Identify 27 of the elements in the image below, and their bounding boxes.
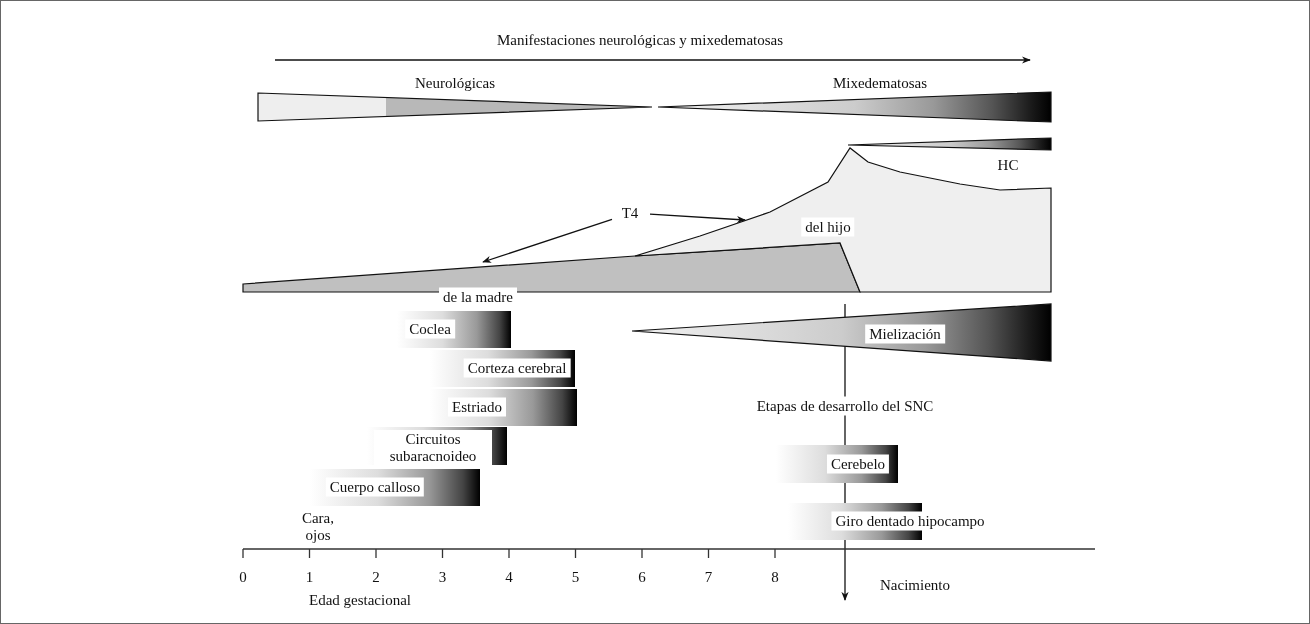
axis-title: Edad gestacional [309,591,411,609]
callout-text: T4 [621,204,639,222]
axis-tick-label: 5 [571,568,580,586]
bar-label: Coclea [405,319,455,339]
region-label: Mielización [865,324,945,344]
arrow [649,213,746,224]
region-label: Mixedematosas [832,74,928,92]
axis-tick-label: 8 [771,568,779,586]
bar-label: Corteza cerebral [463,358,571,378]
bar-label: Cerebelo [826,454,890,474]
axis-tick-label: 1 [305,568,314,586]
axis-tick-label: 0 [239,568,247,586]
bar-label: Circuitos subaracnoideo [374,430,492,466]
arrow [482,218,613,263]
region-label: HC [997,156,1019,174]
annotation-text: Cara, ojos [300,510,336,544]
region-label: del hijo [801,217,855,237]
bar-label: Estriado [448,397,506,417]
axis-tick-label: 7 [704,568,713,586]
region-label: Neurológicas [415,74,495,92]
heading-text: Manifestaciones neurológicas y mixedematosas [496,31,784,49]
axis-tick-label: 3 [438,568,447,586]
axis-tick-label: 2 [372,568,380,586]
axis-tick-label: 4 [505,568,513,586]
bar-label: Cuerpo calloso [325,477,425,497]
annotation-text: Nacimiento [880,576,950,594]
axis-tick-label: 6 [638,568,646,586]
